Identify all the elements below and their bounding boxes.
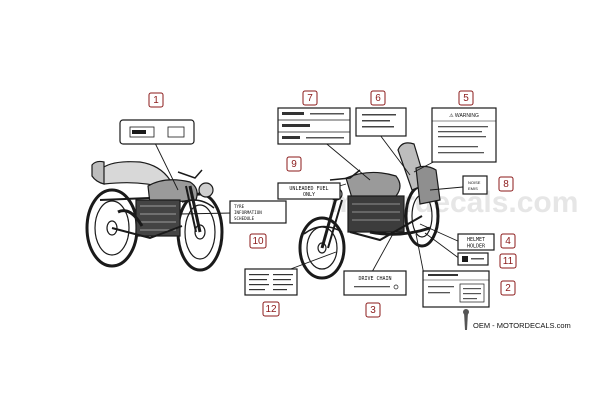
callout-number: 9 [291, 159, 297, 170]
callout-number: 7 [307, 93, 313, 104]
decal-10: TYRE INFORMATION SCHEDULE [229, 200, 287, 224]
decal-4: HELMET HOLDER [457, 233, 495, 251]
decal-8: NOISE EMIS [462, 175, 488, 195]
callout-number: 10 [252, 236, 264, 247]
decal-8-line2: EMIS [468, 186, 478, 191]
decal-9: UNLEADED FUEL ONLY [277, 182, 341, 200]
decal-3-text: DRIVE CHAIN [358, 276, 391, 282]
decal-9-line1: UNLEADED FUEL [289, 186, 328, 192]
decal-5-title: ⚠ WARNING [449, 113, 479, 119]
callout-boxes: 1 2 3 4 5 6 7 8 9 10 11 12 [148, 90, 517, 318]
decal-12 [244, 268, 298, 296]
decal-7 [277, 107, 351, 145]
decal-4-line1: HELMET [467, 237, 485, 243]
brand-pin-icon [464, 312, 468, 330]
decal-8-line1: NOISE [468, 180, 481, 185]
callout-number: 4 [505, 236, 511, 247]
footer-brand: OEM - MOTORDECALS.com [463, 309, 571, 330]
decal-10-line2: INFORMATION [234, 210, 262, 215]
decal-11 [457, 252, 489, 266]
decal-9-line2: ONLY [303, 192, 315, 198]
decal-10-line3: SCHEDULE [234, 216, 255, 221]
decal-4-line2: HOLDER [467, 244, 486, 250]
callout-number: 8 [503, 179, 509, 190]
motorcycle-left [85, 160, 224, 272]
footer-brand-text: OEM - MOTORDECALS.com [473, 321, 571, 330]
callout-number: 11 [503, 256, 514, 267]
callout-number: 12 [265, 304, 277, 315]
decal-2 [422, 270, 490, 308]
callout-number: 6 [375, 93, 381, 104]
callout-number: 1 [153, 95, 159, 106]
decal-6 [355, 107, 407, 137]
decal-5: ⚠ WARNING [431, 107, 497, 163]
decal-10-line1: TYRE [234, 204, 245, 209]
callout-number: 5 [463, 93, 469, 104]
decal-3: DRIVE CHAIN [343, 270, 407, 296]
callout-number: 2 [505, 283, 511, 294]
callout-number: 3 [370, 305, 376, 316]
decal-1 [119, 119, 195, 145]
